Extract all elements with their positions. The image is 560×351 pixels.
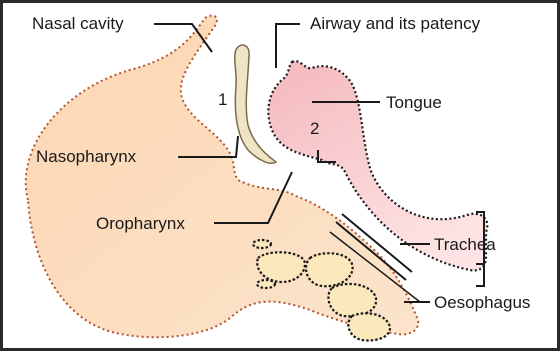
vertebra-3 bbox=[328, 284, 376, 316]
marker-1: 1 bbox=[218, 90, 227, 109]
vertebra-ring-2 bbox=[257, 280, 275, 288]
label-nasal-cavity: Nasal cavity bbox=[32, 14, 124, 33]
label-trachea: Trachea bbox=[434, 235, 496, 254]
label-oropharynx: Oropharynx bbox=[96, 214, 185, 233]
vertebra-4 bbox=[348, 313, 390, 340]
label-airway: Airway and its patency bbox=[310, 14, 481, 33]
label-oesophagus: Oesophagus bbox=[434, 293, 530, 312]
label-tongue: Tongue bbox=[386, 93, 442, 112]
label-nasopharynx: Nasopharynx bbox=[36, 147, 137, 166]
vertebra-ring-1 bbox=[253, 240, 271, 248]
marker-2: 2 bbox=[310, 119, 319, 138]
